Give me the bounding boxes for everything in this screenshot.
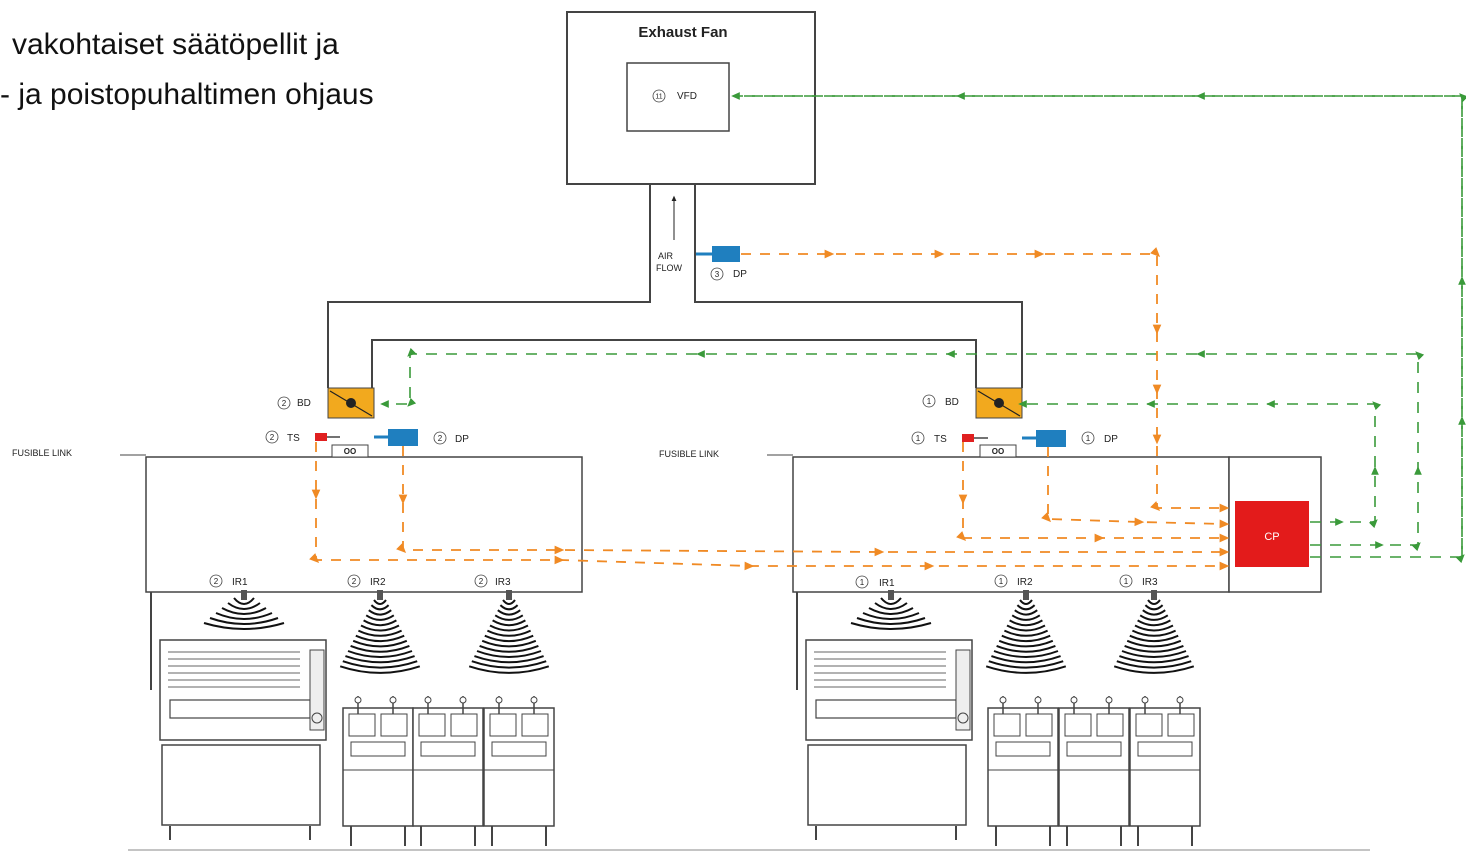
hood-right-dp-label: DP bbox=[1104, 434, 1118, 445]
hood-left-ir3-label: IR3 bbox=[495, 577, 511, 588]
infrared-sensor-icon bbox=[850, 590, 932, 630]
hood-left-bd-label: BD bbox=[297, 398, 311, 409]
hood-left-ir2-number: 2 bbox=[352, 577, 357, 586]
hood-right-canopy bbox=[792, 456, 1230, 593]
hood-left-bd-number: 2 bbox=[282, 399, 287, 408]
svg-text:OO: OO bbox=[344, 447, 356, 456]
exhaust-fan: Exhaust Fan 11 VFD bbox=[566, 11, 816, 185]
ductwork: AIR FLOW bbox=[327, 184, 1023, 388]
hood-right-bd-number: 1 bbox=[927, 397, 932, 406]
hood-left-ir1-label: IR1 bbox=[232, 577, 248, 588]
hood-right-ts-number: 1 bbox=[916, 434, 921, 443]
hood-left-dp-label: DP bbox=[455, 434, 469, 445]
duct-pressure-sensor: 3 DP bbox=[696, 246, 747, 281]
fryer-appliance-icon bbox=[342, 696, 414, 846]
duct-dp-number: 3 bbox=[715, 270, 720, 279]
fryer-appliance-icon bbox=[987, 696, 1059, 846]
infrared-sensor-icon bbox=[468, 590, 550, 674]
hood-right-fusible-link: FUSIBLE LINK bbox=[659, 449, 719, 459]
pressure-sensor-icon bbox=[1036, 430, 1066, 447]
heading-line-2: - ja poistopuhaltimen ohjaus bbox=[0, 78, 374, 111]
hood-left-ts-label: TS bbox=[287, 433, 300, 444]
hood-right-ts-label: TS bbox=[934, 434, 947, 445]
hood-left-dp-number: 2 bbox=[438, 434, 443, 443]
hood-right-ir2-label: IR2 bbox=[1017, 577, 1033, 588]
fryer-appliance-icon bbox=[412, 696, 484, 846]
hood-right-bd-label: BD bbox=[945, 397, 959, 408]
ts-sensor-icon bbox=[315, 433, 327, 441]
airflow-label-1: AIR bbox=[658, 251, 674, 261]
vfd-label: VFD bbox=[677, 91, 697, 102]
control-panel-label: CP bbox=[1264, 531, 1279, 543]
pressure-sensor-icon bbox=[712, 246, 740, 262]
heading-line-1: vakohtaiset säätöpellit ja bbox=[12, 28, 339, 61]
broiler-appliance-icon bbox=[159, 639, 327, 840]
duct-dp-label: DP bbox=[733, 269, 747, 280]
ts-sensor-icon bbox=[962, 434, 974, 442]
hood-left-ir2-label: IR2 bbox=[370, 577, 386, 588]
ir-sensor-waves bbox=[203, 590, 1195, 674]
vfd-number: 11 bbox=[655, 94, 662, 101]
pressure-sensor-icon bbox=[388, 429, 418, 446]
svg-text:OO: OO bbox=[992, 447, 1004, 456]
vfd-box bbox=[626, 62, 730, 132]
infrared-sensor-icon bbox=[203, 590, 285, 630]
hood-right-ir2-number: 1 bbox=[999, 577, 1004, 586]
fryer-appliance-icon bbox=[1058, 696, 1130, 846]
fryer-appliance-icon bbox=[483, 696, 555, 846]
cooking-appliances bbox=[159, 639, 1201, 846]
fryer-appliance-icon bbox=[1129, 696, 1201, 846]
fusible-link-icon bbox=[331, 444, 369, 458]
hood-right-ir1-label: IR1 bbox=[879, 578, 895, 589]
infrared-sensor-icon bbox=[339, 590, 421, 674]
signal-lines bbox=[309, 247, 1230, 571]
broiler-appliance-icon bbox=[805, 639, 973, 840]
hood-left-ir3-number: 2 bbox=[479, 577, 484, 586]
hood-right-dp-number: 1 bbox=[1086, 434, 1091, 443]
hood-left-canopy bbox=[145, 456, 583, 593]
infrared-sensor-icon bbox=[1113, 590, 1195, 674]
hood-left-fusible-link: FUSIBLE LINK bbox=[12, 448, 72, 458]
hood-right: FUSIBLE LINK 1 BD 1 TS OO 1 DP 1 IR1 1 I… bbox=[659, 387, 1322, 690]
vfd-badge-icon bbox=[652, 89, 666, 103]
hood-left-ts-number: 2 bbox=[270, 433, 275, 442]
hood-right-ir3-label: IR3 bbox=[1142, 577, 1158, 588]
infrared-sensor-icon bbox=[985, 590, 1067, 674]
exhaust-fan-title: Exhaust Fan bbox=[638, 24, 727, 41]
hood-left-ir1-number: 2 bbox=[214, 577, 219, 586]
hood-right-ir3-number: 1 bbox=[1124, 577, 1129, 586]
airflow-label-2: FLOW bbox=[656, 263, 683, 273]
duct-dp-badge-icon bbox=[710, 267, 724, 281]
hood-right-ir1-number: 1 bbox=[860, 578, 865, 587]
